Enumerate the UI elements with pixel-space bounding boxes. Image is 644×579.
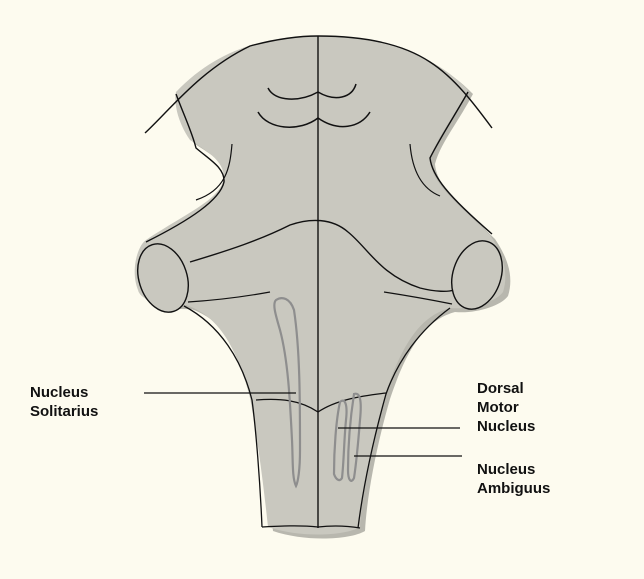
label-nucleus-ambiguus-line1: Nucleus xyxy=(477,460,550,479)
label-dorsal-motor-nucleus-line1: Dorsal xyxy=(477,379,535,398)
label-dorsal-motor-nucleus: Dorsal Motor Nucleus xyxy=(477,379,535,436)
label-nucleus-solitarius-line2: Solitarius xyxy=(30,402,98,421)
label-dorsal-motor-nucleus-line3: Nucleus xyxy=(477,417,535,436)
label-dorsal-motor-nucleus-line2: Motor xyxy=(477,398,535,417)
label-nucleus-ambiguus: Nucleus Ambiguus xyxy=(477,460,550,498)
label-nucleus-ambiguus-line2: Ambiguus xyxy=(477,479,550,498)
label-nucleus-solitarius: Nucleus Solitarius xyxy=(30,383,98,421)
brainstem-outline xyxy=(135,36,506,535)
label-nucleus-solitarius-line1: Nucleus xyxy=(30,383,98,402)
